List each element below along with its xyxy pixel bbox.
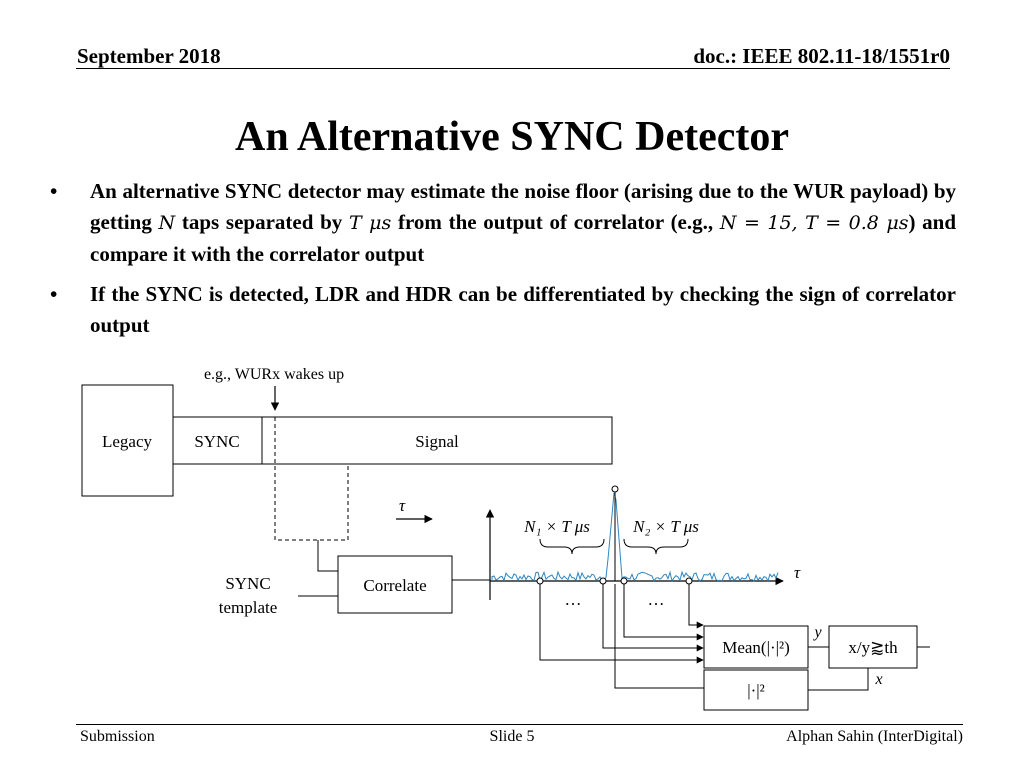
tap-marker — [620, 577, 628, 585]
compare-box — [828, 625, 918, 669]
tap-marker — [536, 577, 544, 585]
tap-marker — [685, 577, 693, 585]
sync-template-line2: template — [219, 598, 278, 617]
bullet-marker: • — [50, 179, 58, 203]
abs-to-compare — [808, 668, 869, 691]
bullet-2-text: If the SYNC is detected, LDR and HDR can… — [90, 282, 956, 337]
legacy-box — [81, 384, 174, 497]
bullet-item-2: • If the SYNC is detected, LDR and HDR c… — [50, 279, 956, 341]
footer-submission: Submission — [80, 728, 155, 745]
slide-title: An Alternative SYNC Detector — [234, 114, 790, 160]
footer-rule — [76, 724, 963, 725]
footer-slide-number: Slide 5 — [489, 728, 535, 745]
tau-axis-label: τ — [794, 563, 801, 582]
correlate-box — [337, 555, 453, 614]
peak-marker — [611, 485, 619, 493]
correlator-output-waveform — [491, 492, 779, 583]
peak-route — [614, 584, 704, 689]
ellipsis-left: … — [565, 590, 582, 609]
tap-route-2 — [602, 584, 704, 652]
y-label: y — [812, 624, 822, 641]
bullet-1-text-b: taps separated by — [175, 210, 349, 234]
bullet-list: • An alternative SYNC detector may estim… — [50, 176, 956, 350]
mean-label: Mean(|·|²) — [722, 638, 790, 657]
math-t-us: T μs — [348, 212, 392, 234]
correlate-label: Correlate — [363, 576, 426, 595]
header-doc-id: doc.: IEEE 802.11-18/1551r0 — [693, 44, 950, 68]
wake-up-label: e.g., WURx wakes up — [204, 366, 344, 383]
n2-label: N₂ × T μs — [632, 517, 699, 536]
header-date: September 2018 — [77, 44, 221, 68]
tap-route-4 — [688, 584, 704, 629]
tap-route-3 — [623, 584, 704, 641]
brace-n1 — [539, 538, 605, 555]
dashed-bracket — [274, 417, 349, 541]
sync-template-line1: SYNC — [225, 574, 270, 593]
footer-author: Alphan Sahin (InterDigital) — [786, 728, 963, 745]
sync-label: SYNC — [194, 432, 239, 451]
x-label: x — [874, 671, 882, 688]
brace-n2 — [623, 538, 689, 555]
bracket-to-correlate — [317, 540, 338, 572]
abs-square-box — [703, 669, 809, 711]
bullet-item-1: • An alternative SYNC detector may estim… — [50, 176, 956, 270]
legacy-label: Legacy — [102, 432, 153, 451]
signal-box — [261, 416, 613, 465]
bullet-marker: • — [50, 282, 58, 306]
n1-label: N₁ × T μs — [523, 517, 590, 536]
ellipsis-right: … — [648, 590, 665, 609]
math-n: N — [158, 212, 176, 234]
tap-marker — [599, 577, 607, 585]
tap-route-1 — [539, 584, 704, 664]
bullet-1-text-d: ) and compare it with the correlator out… — [90, 210, 957, 266]
tau-arrow-label: τ — [399, 496, 406, 515]
math-example: N = 15, T = 0.8 μs — [719, 212, 909, 234]
signal-label: Signal — [415, 432, 459, 451]
bullet-1-text-c: from the output of correlator (e.g., — [391, 210, 720, 234]
bullet-1-text-a: An alternative SYNC detector may estimat… — [90, 179, 956, 234]
header-rule — [76, 68, 950, 69]
compare-label: x/y⪆th — [848, 638, 898, 657]
mean-box — [703, 625, 809, 669]
abs-square-label: |·|² — [747, 681, 765, 700]
